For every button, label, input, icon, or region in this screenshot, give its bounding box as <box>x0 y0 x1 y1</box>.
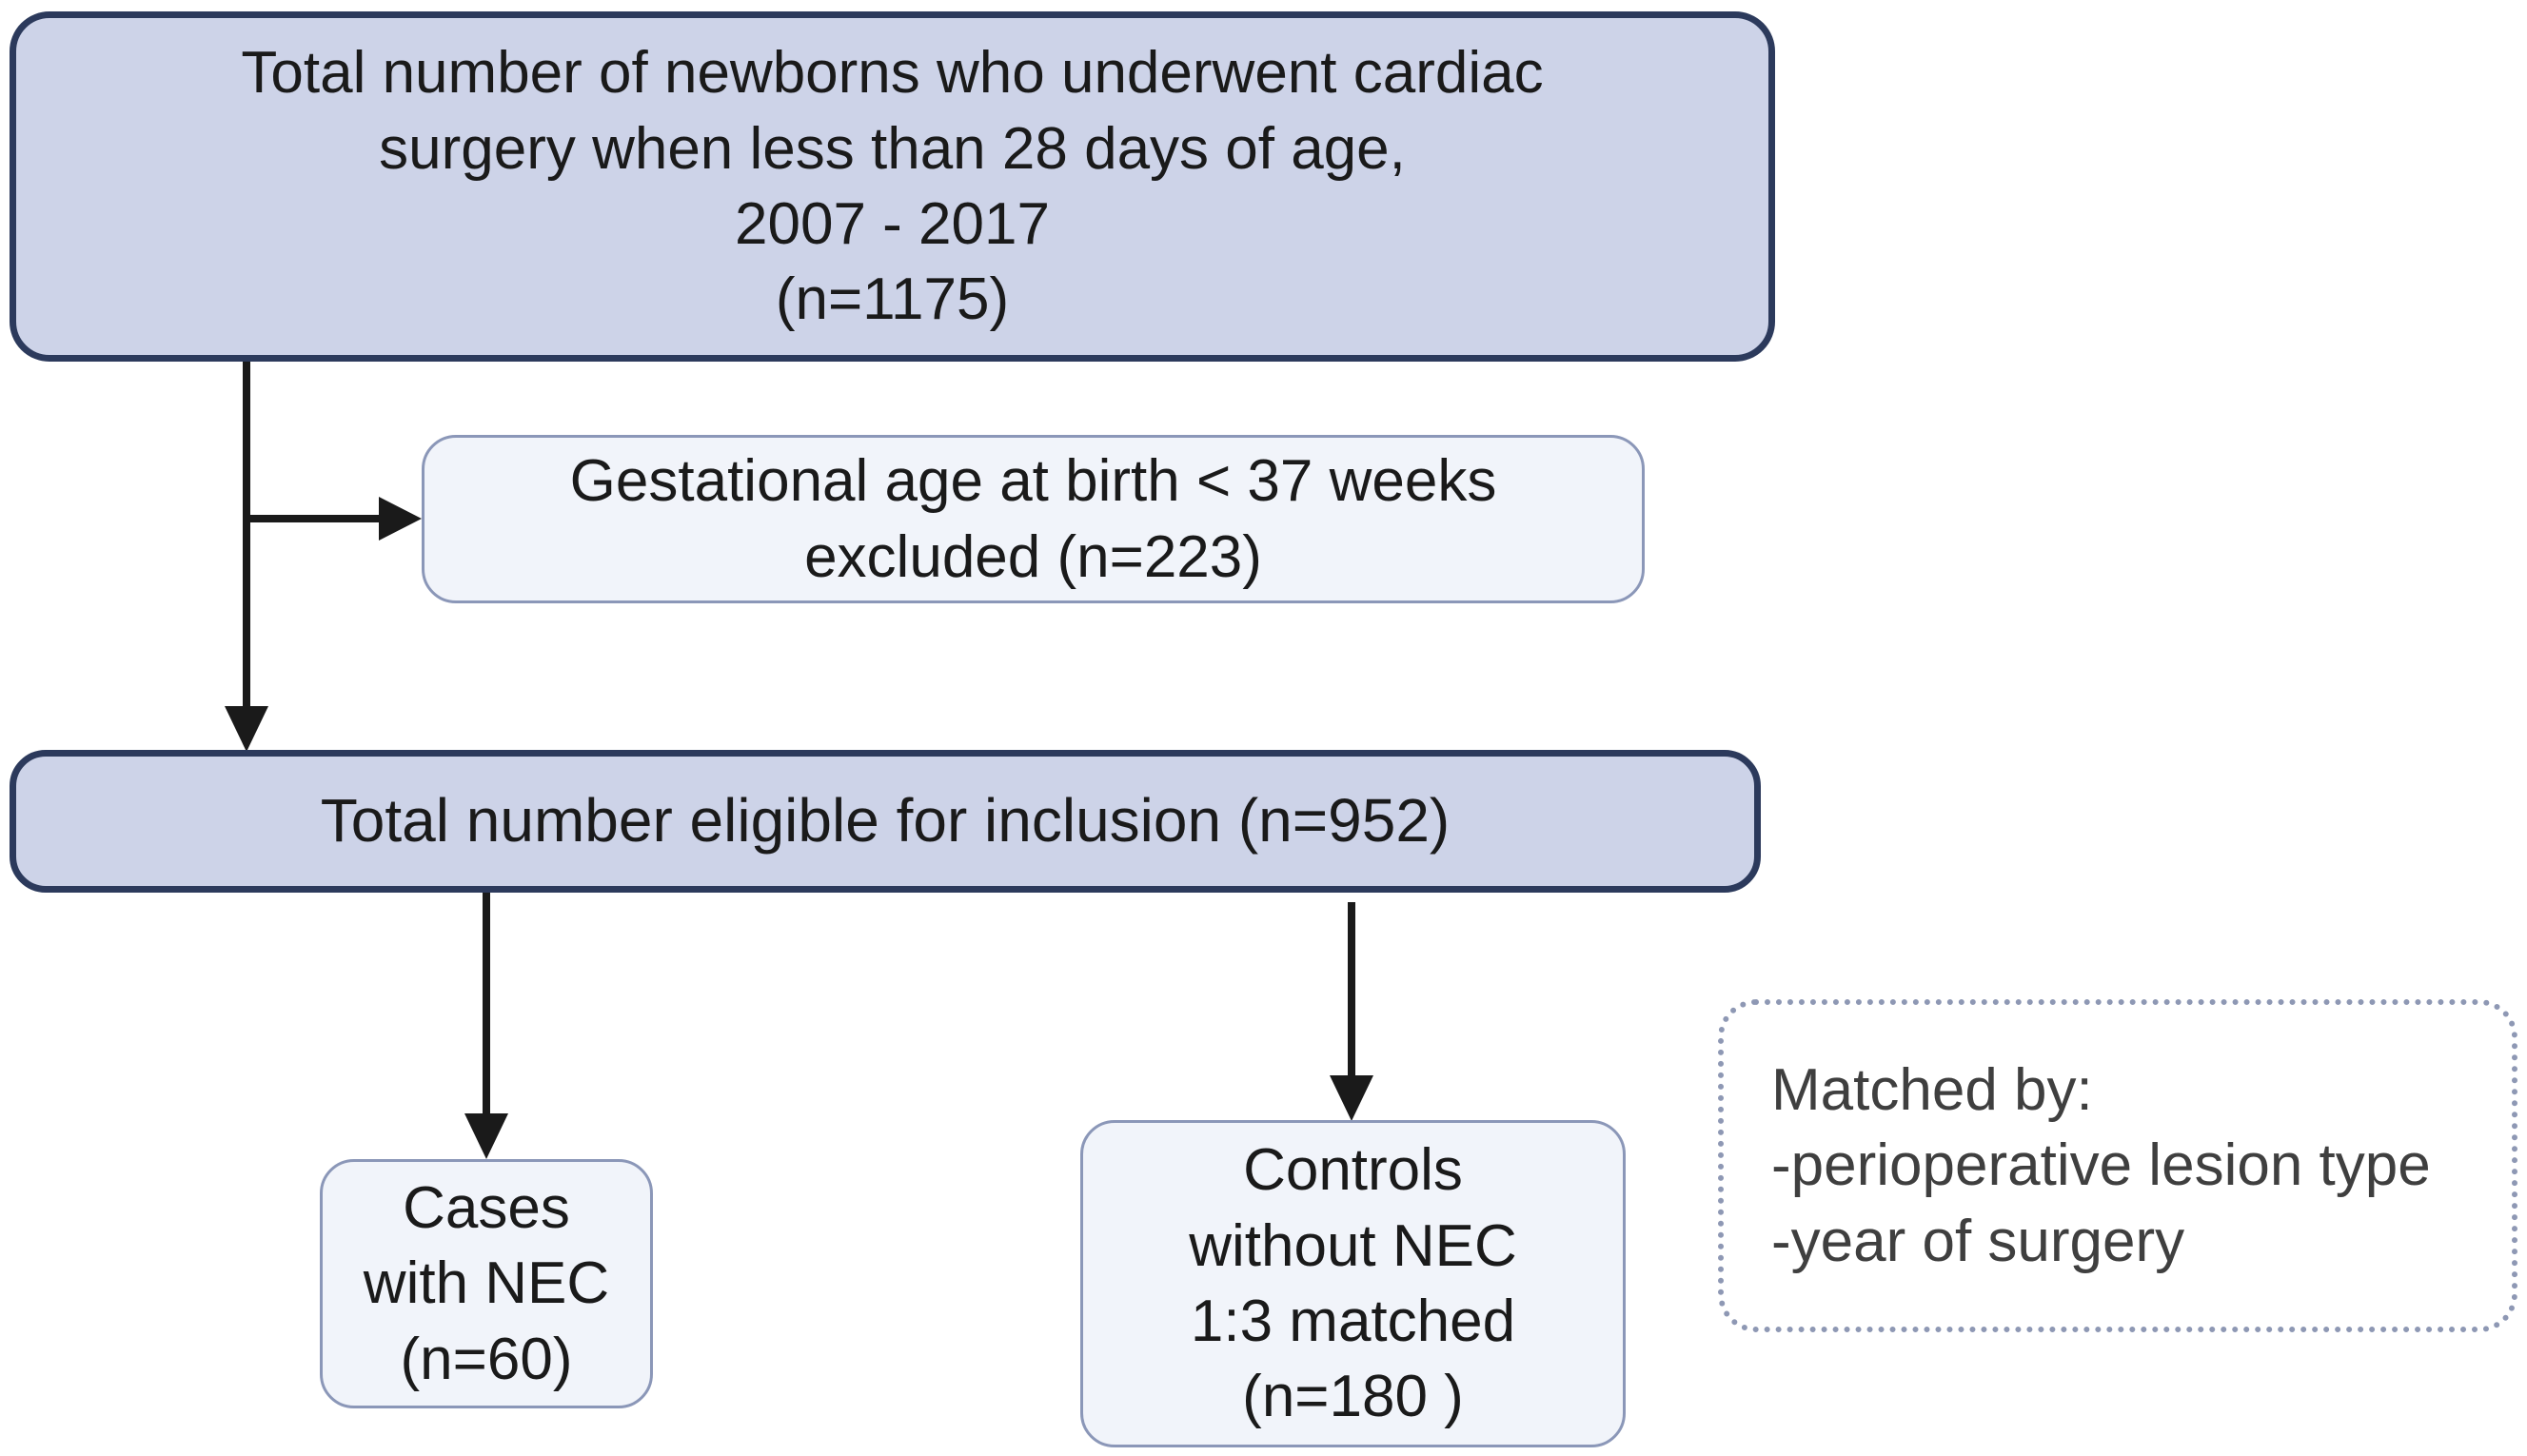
controls-box-line-1: Controls <box>1243 1137 1463 1204</box>
controls-box-line-2: without NEC <box>1189 1212 1517 1279</box>
excluded-box-line-2: excluded (n=223) <box>804 523 1262 590</box>
excluded-box-line-1: Gestational age at birth < 37 weeks <box>569 448 1497 515</box>
arrowhead-to-excluded <box>379 497 422 541</box>
total-newborns-box: Total number of newborns who underwent c… <box>10 11 1775 362</box>
matched-note-line-3: -year of surgery <box>1771 1208 2185 1274</box>
cases-box-line-3: (n=60) <box>400 1326 573 1392</box>
total-box-line-3: 2007 - 2017 <box>735 191 1050 257</box>
arrowhead-eligible-to-cases <box>464 1113 508 1159</box>
matched-note-line-2: -perioperative lesion type <box>1771 1132 2431 1199</box>
excluded-box: Gestational age at birth < 37 weeks excl… <box>422 435 1645 603</box>
total-box-line-4: (n=1175) <box>775 266 1010 333</box>
controls-box: Controls without NEC 1:3 matched (n=180 … <box>1080 1120 1626 1447</box>
arrowhead-total-to-eligible <box>225 706 268 752</box>
total-box-line-2: surgery when less than 28 days of age, <box>379 115 1406 182</box>
controls-box-line-4: (n=180 ) <box>1242 1364 1464 1430</box>
matched-by-note: Matched by: -perioperative lesion type -… <box>1718 999 2517 1332</box>
eligible-box-text: Total number eligible for inclusion (n=9… <box>320 786 1451 856</box>
eligible-box: Total number eligible for inclusion (n=9… <box>10 750 1761 893</box>
total-box-line-1: Total number of newborns who underwent c… <box>241 40 1544 107</box>
cases-box-line-2: with NEC <box>363 1250 610 1317</box>
controls-box-line-3: 1:3 matched <box>1190 1289 1516 1354</box>
arrowhead-eligible-to-controls <box>1330 1075 1373 1121</box>
cases-box: Cases with NEC (n=60) <box>320 1159 653 1408</box>
cases-box-line-1: Cases <box>403 1174 570 1241</box>
matched-note-line-1: Matched by: <box>1771 1056 2093 1123</box>
